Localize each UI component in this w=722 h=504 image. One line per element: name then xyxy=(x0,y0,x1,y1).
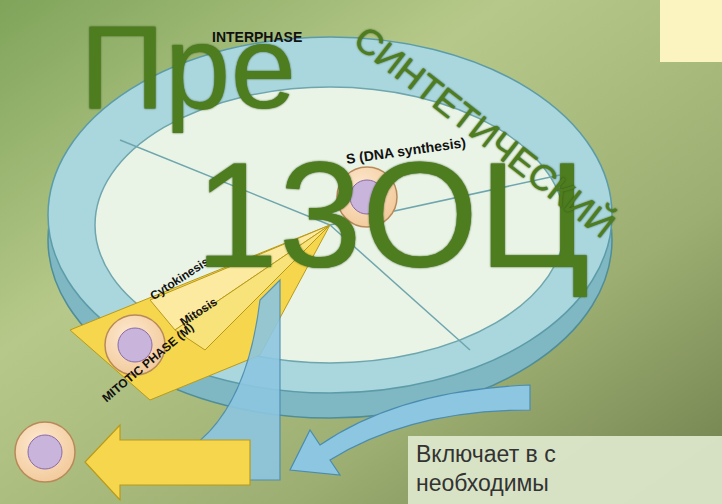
cell xyxy=(15,422,75,482)
panel-text: Включает в с необходимы xyxy=(416,440,586,498)
overlay-word: Пре xyxy=(80,8,296,126)
mitotic-arrow xyxy=(85,425,250,500)
text-panel: Включает в с необходимы xyxy=(408,436,722,504)
corner-box xyxy=(660,0,722,62)
phase-label: MITOTIC PHASE (M) xyxy=(100,321,196,404)
